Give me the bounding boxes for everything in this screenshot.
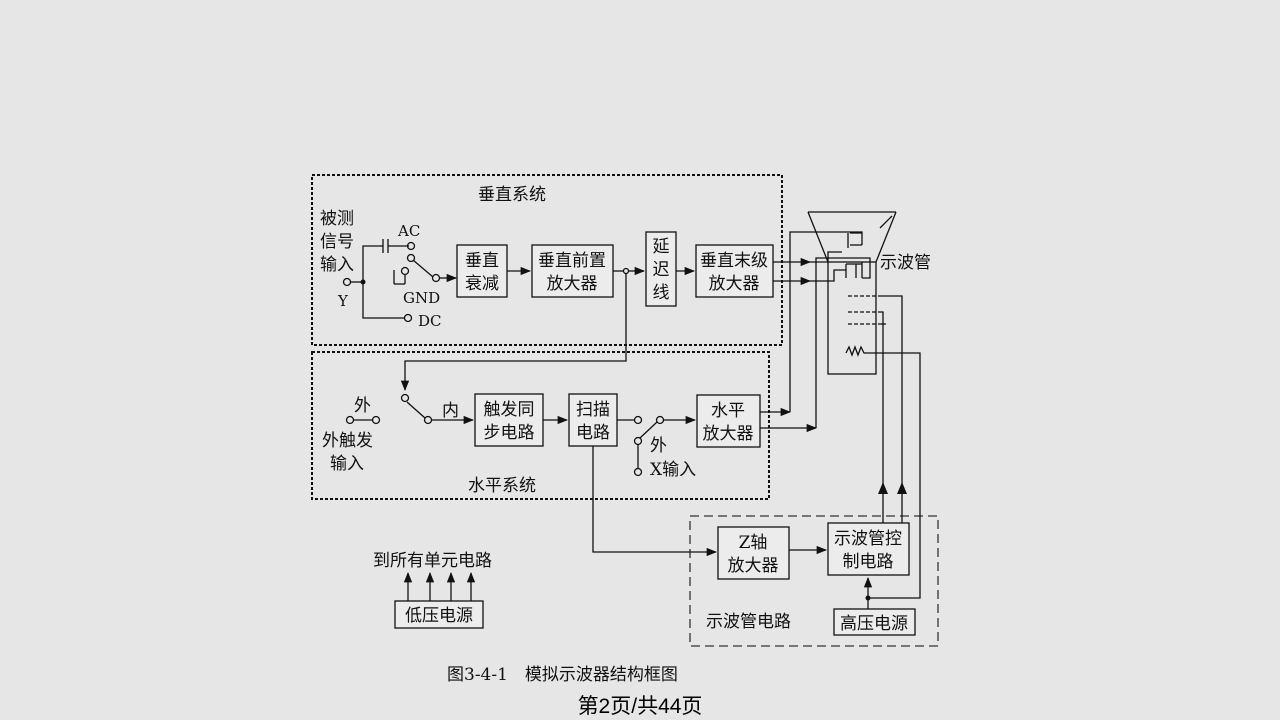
delay-line-box (645, 231, 677, 307)
trigger-sync-line1: 触发同 (484, 400, 535, 420)
nei-label: 内 (442, 401, 459, 421)
vertical-system-region (311, 174, 783, 346)
z-amp-line1: Z轴 (739, 533, 768, 553)
to-all-units-label: 到所有单元电路 (373, 551, 492, 571)
input-label-line1: 被测 (320, 209, 354, 229)
z-amp-box (717, 526, 790, 580)
vertical-attenuator-box (456, 244, 508, 298)
vertical-system-title: 垂直系统 (478, 185, 546, 205)
dc-label: DC (418, 312, 442, 330)
hv-supply-box (833, 608, 916, 636)
input-label-line3: 输入 (320, 255, 354, 275)
crt-label: 示波管 (880, 253, 931, 273)
sweep-line2: 电路 (576, 423, 610, 443)
figure-caption: 图3-4-1 模拟示波器结构框图 (447, 665, 678, 685)
input-label-line2: 信号 (320, 232, 354, 252)
low-voltage-supply-box (394, 600, 484, 629)
sweep-box (568, 393, 618, 447)
crt-control-box (827, 522, 910, 576)
control-line1: 示波管控 (834, 529, 902, 549)
input-coupling-switch (342, 239, 458, 323)
gnd-label: GND (403, 289, 440, 307)
final-amp-line1: 垂直末级 (700, 251, 768, 271)
control-line2: 制电路 (843, 552, 894, 572)
crt-circuit-region (689, 515, 939, 647)
horizontal-amp-box (696, 394, 761, 448)
ext-trigger-line2: 输入 (330, 454, 364, 474)
horizontal-system-region (311, 351, 770, 500)
delay-line3: 线 (653, 283, 670, 303)
preamp-line1: 垂直前置 (538, 251, 606, 271)
h-amp-line1: 水平 (711, 401, 745, 421)
wai2-label: 外 (650, 436, 667, 456)
preamp-line2: 放大器 (547, 274, 598, 294)
vertical-final-amp-box (695, 244, 774, 298)
ac-label: AC (397, 222, 420, 240)
z-amp-line2: 放大器 (728, 556, 779, 576)
delay-line1: 延 (653, 237, 670, 257)
trigger-sync-line2: 步电路 (484, 423, 535, 443)
crt-circuit-title: 示波管电路 (706, 612, 791, 632)
x-input-label: X输入 (650, 460, 696, 480)
y-label: Y (337, 292, 349, 310)
ext-wai-label: 外 (354, 396, 371, 416)
final-amp-line2: 放大器 (709, 274, 760, 294)
horizontal-system-title: 水平系统 (468, 476, 536, 496)
h-amp-line2: 放大器 (703, 424, 754, 444)
low-voltage-supply-label: 低压电源 (405, 606, 473, 626)
page-counter: 第2页/共44页 (577, 695, 703, 718)
trigger-sync-box (474, 393, 544, 447)
attenuator-line1: 垂直 (465, 251, 499, 271)
sweep-line1: 扫描 (576, 400, 610, 420)
hv-supply-label: 高压电源 (840, 614, 908, 634)
crt-tube (807, 211, 897, 375)
delay-line2: 迟 (653, 260, 670, 280)
ext-trigger-line1: 外触发 (322, 431, 373, 451)
attenuator-line2: 衰减 (465, 274, 499, 294)
